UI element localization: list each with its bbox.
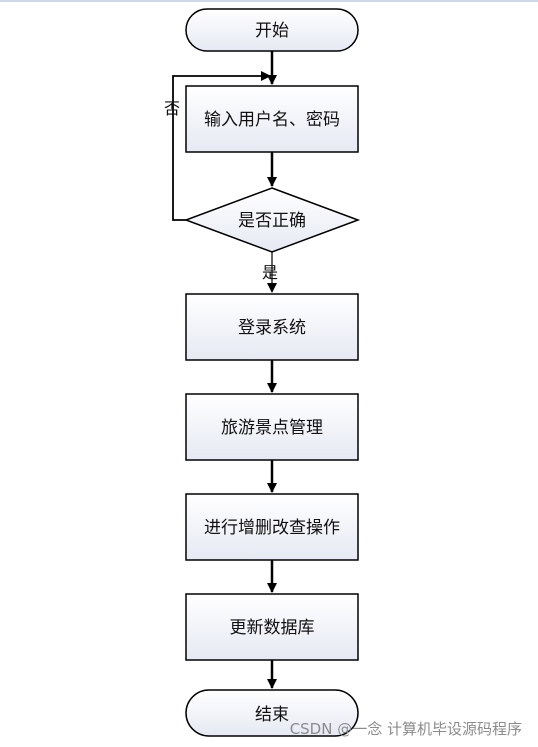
update-db-node: 更新数据库: [185, 593, 359, 661]
login-node: 登录系统: [185, 293, 359, 361]
crud-node: 进行增删改查操作: [185, 493, 359, 561]
end-node: 结束: [185, 689, 359, 737]
edge-check-no-loop: [172, 71, 271, 221]
input-credentials-label: 输入用户名、密码: [204, 110, 340, 130]
start-node: 开始: [185, 8, 359, 52]
crud-label: 进行增删改查操作: [204, 518, 340, 538]
csdn-watermark: CSDN @一念 计算机毕设源码程序: [290, 720, 522, 738]
no-label: 否: [164, 99, 180, 118]
start-node-label: 开始: [255, 21, 289, 41]
check-decision-label: 是否正确: [238, 211, 306, 231]
input-credentials-node: 输入用户名、密码: [185, 85, 359, 153]
yes-label: 是: [262, 263, 278, 282]
end-node-label: 结束: [255, 705, 289, 725]
login-label: 登录系统: [238, 318, 306, 338]
manage-node: 旅游景点管理: [185, 393, 359, 461]
update-db-label: 更新数据库: [230, 618, 315, 638]
check-decision-node: 是否正确: [183, 187, 361, 253]
top-border-line: [0, 0, 538, 2]
manage-label: 旅游景点管理: [221, 418, 323, 438]
